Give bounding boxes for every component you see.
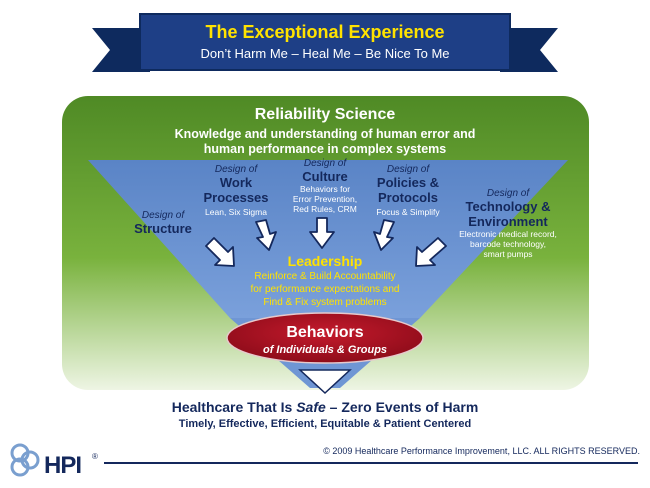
leadership-line2: for performance expectations and	[250, 284, 400, 295]
arrow-work-icon	[255, 219, 277, 251]
technology-detail-line2: barcode technology,	[470, 239, 546, 249]
reliability-description: Knowledge and understanding of human err…	[130, 127, 520, 157]
technology-detail-line3: smart pumps	[483, 249, 533, 259]
policies-title-line1: Policies &	[376, 175, 440, 190]
banner-left-tail	[92, 28, 150, 72]
leadership-title: Leadership	[287, 253, 363, 269]
leadership-line1: Reinforce & Build Accountability	[254, 271, 396, 282]
culture-detail-line2: Error Prevention,	[292, 194, 358, 204]
hpi-logo-registered: ®	[92, 452, 98, 461]
culture-prefix: Design of	[303, 158, 347, 169]
work-detail: Lean, Six Sigma	[205, 207, 267, 217]
reliability-desc-line2: human performance in complex systems	[203, 142, 447, 156]
policies-detail: Focus & Simplify	[376, 207, 440, 217]
arrow-structure-icon	[205, 237, 235, 267]
hpi-logo-text: HPI	[44, 452, 82, 479]
culture-detail-line1: Behaviors for	[299, 184, 351, 194]
pillar-technology-environment: Design of Technology & Environment Elect…	[448, 188, 568, 259]
footer-graphics	[10, 443, 638, 477]
banner-right-tail	[500, 28, 558, 72]
behaviors-title: Behaviors	[286, 324, 364, 341]
outcome-title-before: Healthcare That Is	[171, 399, 297, 415]
reliability-title: Reliability Science	[254, 106, 396, 123]
banner-subtitle: Don’t Harm Me – Heal Me – Be Nice To Me	[200, 46, 450, 61]
down-arrow-outcome	[298, 369, 352, 395]
technology-prefix: Design of	[486, 188, 530, 199]
banner-ribbon	[92, 13, 558, 72]
culture-detail-line3: Red Rules, CRM	[293, 204, 357, 214]
policies-prefix: Design of	[386, 164, 430, 175]
banner-body	[139, 13, 511, 71]
technology-detail-line1: Electronic medical record,	[459, 229, 557, 239]
work-title-line2: Processes	[203, 190, 269, 205]
work-title-line1: Work	[219, 175, 253, 190]
pillar-culture: Design of Culture Behaviors for Error Pr…	[280, 158, 370, 214]
outcome-title-after: – Zero Events of Harm	[325, 399, 479, 415]
technology-title-line2: Environment	[468, 214, 548, 229]
pillar-policies-protocols: Design of Policies & Protocols Focus & S…	[362, 164, 454, 217]
arrow-policies-icon	[373, 219, 395, 251]
outcome-title: Healthcare That Is Safe – Zero Events of…	[120, 399, 530, 415]
reliability-desc-line1: Knowledge and understanding of human err…	[174, 127, 476, 141]
footer-divider	[104, 462, 638, 464]
copyright-text: © 2009 Healthcare Performance Improvemen…	[323, 446, 640, 456]
outcome-subtitle: Timely, Effective, Efficient, Equitable …	[178, 418, 472, 430]
culture-title: Culture	[302, 169, 348, 184]
policies-title-line2: Protocols	[378, 190, 438, 205]
arrow-culture-icon	[309, 217, 335, 249]
behaviors-ellipse	[226, 312, 424, 364]
pillar-work-processes: Design of Work Processes Lean, Six Sigma	[190, 164, 282, 217]
arrow-technology-icon	[415, 237, 447, 267]
technology-title-line1: Technology &	[465, 199, 551, 214]
work-prefix: Design of	[214, 164, 258, 175]
behaviors-subtitle: of Individuals & Groups	[262, 344, 388, 356]
leadership-line3: Find & Fix system problems	[263, 297, 387, 308]
structure-title: Structure	[134, 221, 192, 236]
outcome-title-emphasis: Safe	[296, 399, 326, 415]
banner-title: The Exceptional Experience	[205, 22, 445, 42]
structure-prefix: Design of	[141, 210, 185, 221]
pillar-structure: Design of Structure	[118, 210, 208, 236]
hpi-logo-rings-icon	[10, 443, 40, 477]
